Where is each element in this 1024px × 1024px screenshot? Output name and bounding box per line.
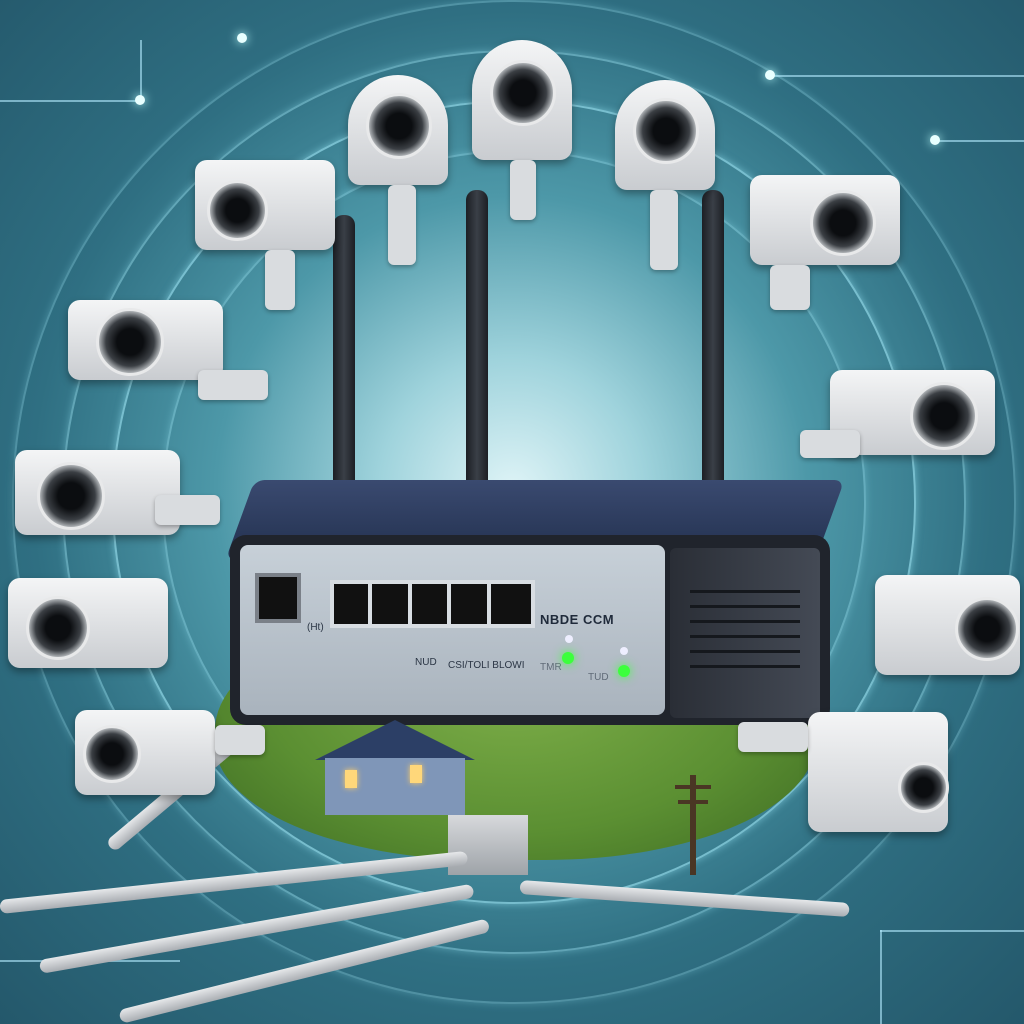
status-led-indicator	[620, 647, 628, 655]
vent-slot	[690, 620, 800, 623]
led-label-b: TUD	[588, 672, 609, 683]
utility-pole-bar	[678, 800, 708, 804]
house	[315, 720, 475, 815]
led-label-a: TMR	[540, 662, 562, 673]
antenna-center	[466, 190, 488, 490]
network-ring	[12, 0, 1016, 1004]
port-label-bottom-b: CSI/TOLI BLOWI	[448, 660, 525, 671]
router-vent-side	[670, 548, 820, 718]
status-led-green	[562, 652, 574, 664]
circuit-node	[135, 95, 145, 105]
circuit-line	[770, 75, 1024, 77]
port-label-bottom-a: NUD	[415, 657, 437, 668]
circuit-line	[935, 140, 1024, 142]
wan-port	[255, 573, 301, 623]
house-window	[345, 770, 357, 788]
circuit-line	[140, 40, 142, 100]
circuit-node	[237, 33, 247, 43]
router-brand-label: NBDE CCM	[540, 612, 615, 627]
circuit-line	[880, 930, 1024, 932]
circuit-line	[880, 930, 882, 1024]
vent-slot	[690, 635, 800, 638]
utility-pole-bar	[675, 785, 711, 789]
vent-slot	[690, 605, 800, 608]
status-led-green	[618, 665, 630, 677]
house-window	[410, 765, 422, 783]
vent-slot	[690, 590, 800, 593]
utility-pole	[690, 775, 696, 875]
antenna-left	[333, 215, 355, 505]
vent-slot	[690, 650, 800, 653]
house-roof	[315, 720, 475, 760]
junction-box	[448, 815, 528, 875]
lan-port-5	[487, 580, 535, 628]
vent-slot	[690, 665, 800, 668]
port-label-left: (Ht)	[307, 622, 324, 633]
router-front-panel	[240, 545, 665, 715]
circuit-node	[930, 135, 940, 145]
circuit-node	[765, 70, 775, 80]
antenna-right	[702, 190, 724, 530]
circuit-line	[0, 100, 140, 102]
status-led-indicator	[565, 635, 573, 643]
